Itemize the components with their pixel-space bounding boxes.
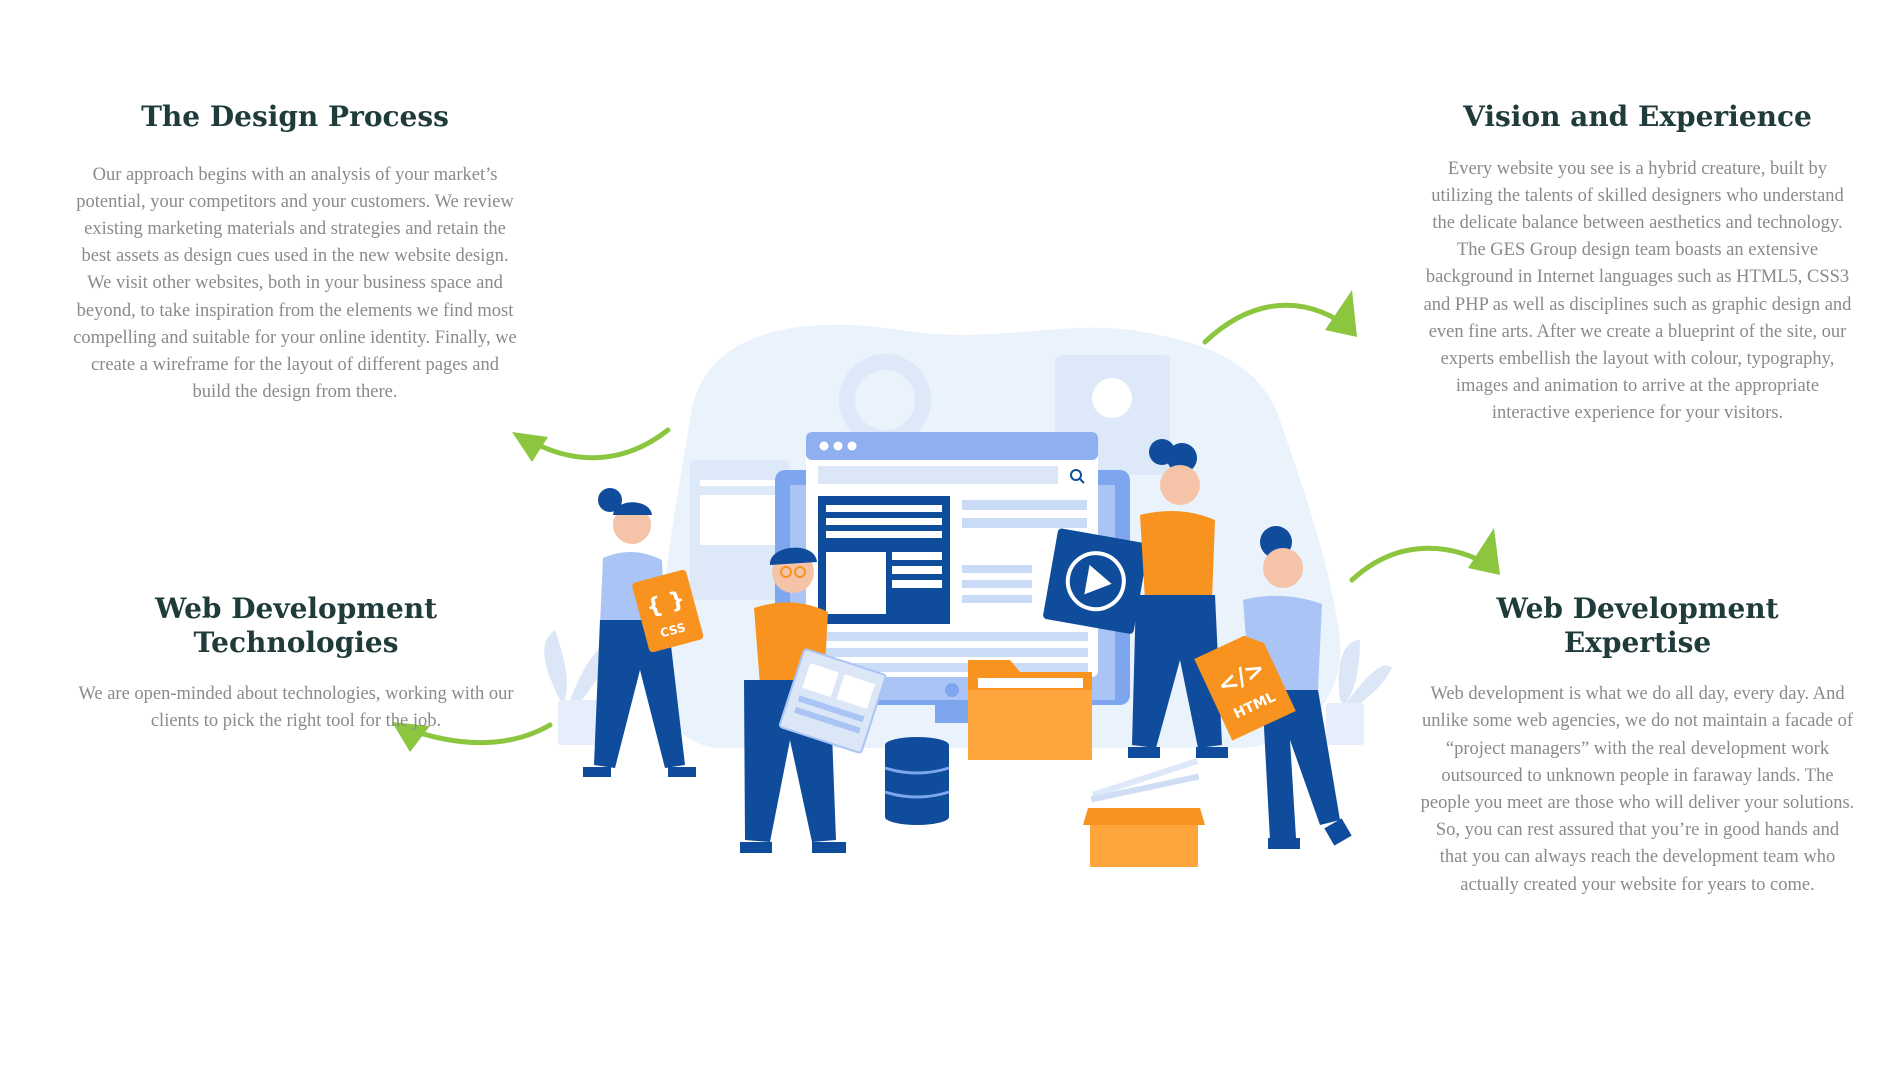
window-dot-icon — [847, 441, 857, 451]
section-design-process: The Design Process Our approach begins w… — [70, 100, 520, 406]
section-vision-experience: Vision and Experience Every website you … — [1420, 100, 1855, 428]
person-with-panel — [740, 547, 887, 853]
window-dot-icon — [819, 441, 829, 451]
person-with-html: </> HTML — [1194, 526, 1352, 849]
css-badge-label: CSS — [659, 620, 688, 640]
bg-profile-icon — [1092, 378, 1132, 418]
folder-icon — [968, 660, 1092, 760]
box-icon — [1083, 758, 1205, 867]
database-icon — [884, 737, 950, 825]
browser-window — [806, 432, 1098, 697]
video-card — [1043, 528, 1149, 634]
web-dev-expertise-title: Web Development Expertise — [1496, 592, 1779, 659]
green-arrow-head-icon — [392, 290, 1500, 752]
web-dev-technologies-title: Web Development Technologies — [154, 592, 438, 659]
browser-search-bar — [818, 466, 1058, 484]
web-dev-technologies-body: We are open-minded about technologies, w… — [78, 684, 514, 732]
layout-panel — [778, 648, 887, 754]
design-process-body: Our approach begins with an analysis of … — [73, 164, 517, 403]
web-dev-expertise-body: Web development is what we do all day, e… — [1420, 684, 1855, 895]
vision-experience-title: Vision and Experience — [1463, 100, 1812, 133]
plant-right-icon — [1326, 640, 1392, 745]
search-icon — [1070, 469, 1082, 481]
section-web-dev-technologies: Web Development Technologies We are open… — [66, 592, 526, 736]
person-with-css: { } CSS — [583, 488, 704, 777]
play-icon — [1065, 551, 1126, 612]
person-with-video — [1128, 439, 1228, 758]
section-web-dev-expertise: Web Development Expertise Web developmen… — [1420, 592, 1855, 899]
vision-experience-body: Every website you see is a hybrid creatu… — [1423, 158, 1852, 424]
window-dot-icon — [833, 441, 843, 451]
css-badge: { } CSS — [632, 569, 704, 653]
html-badge: </> HTML — [1194, 635, 1296, 741]
design-process-title: The Design Process — [141, 100, 449, 133]
